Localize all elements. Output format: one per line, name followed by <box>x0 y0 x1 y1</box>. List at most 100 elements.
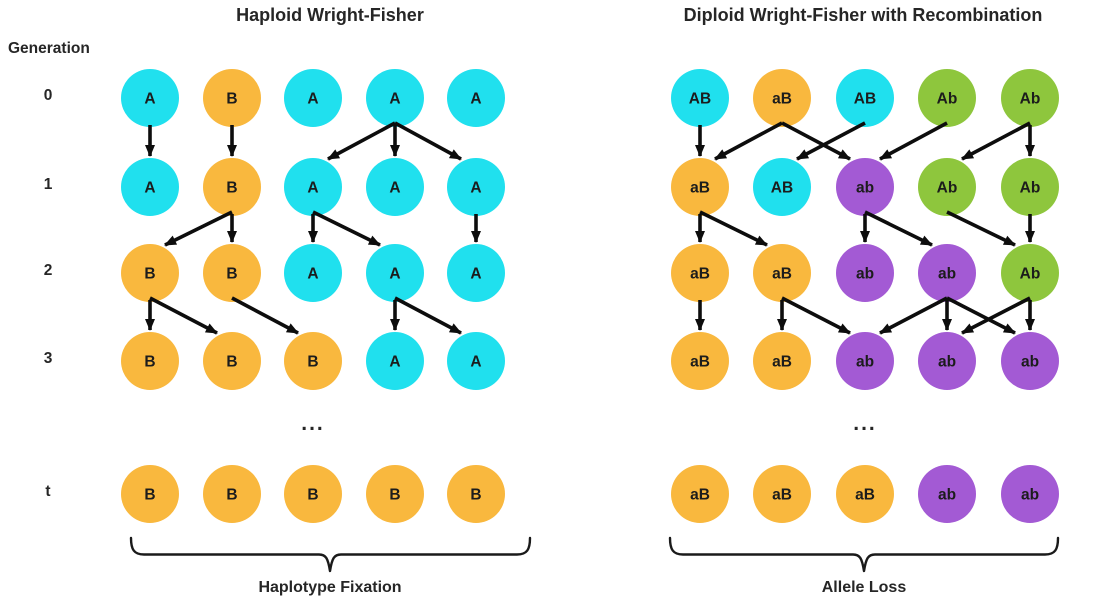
node-label: aB <box>772 354 792 371</box>
inheritance-arrow <box>149 296 218 335</box>
inheritance-arrow <box>961 121 1031 161</box>
brace-haploid <box>129 536 532 573</box>
node-circle-haploid-g1-c0 <box>121 158 179 216</box>
node-circle-diploid-g1-c1 <box>753 158 811 216</box>
node-circle-haploid-g3-c2 <box>284 332 342 390</box>
node-circle-haploid-g2-c1 <box>203 244 261 302</box>
node-circle-diploid-g2-c0 <box>671 244 729 302</box>
node-label: A <box>389 180 400 197</box>
node-circle-haploid-g2-c0 <box>121 244 179 302</box>
node-label: AB <box>854 91 876 108</box>
generation-row-label-1: 1 <box>43 176 53 193</box>
node-circle-haploid-g4-c4 <box>447 465 505 523</box>
inheritance-arrow <box>946 210 1016 247</box>
node-label: ab <box>1021 487 1039 504</box>
node-circle-diploid-g3-c4 <box>1001 332 1059 390</box>
node-circle-haploid-g3-c3 <box>366 332 424 390</box>
generation-axis-label: Generation <box>8 40 90 57</box>
node-label: A <box>389 266 400 283</box>
node-label: Ab <box>1020 180 1041 197</box>
node-label: ab <box>856 180 874 197</box>
node-circle-diploid-g4-c4 <box>1001 465 1059 523</box>
node-label: A <box>389 354 400 371</box>
node-label: B <box>307 354 318 371</box>
node-circle-haploid-g0-c0 <box>121 69 179 127</box>
generation-row-label-0: 0 <box>43 87 53 104</box>
node-circle-diploid-g0-c4 <box>1001 69 1059 127</box>
node-label: Ab <box>1020 91 1041 108</box>
node-label: AB <box>689 91 711 108</box>
node-circle-haploid-g3-c0 <box>121 332 179 390</box>
inheritance-arrow <box>714 121 783 161</box>
node-circle-haploid-g0-c3 <box>366 69 424 127</box>
inheritance-arrow <box>394 296 462 335</box>
node-label: aB <box>772 487 792 504</box>
diploid-ellipsis: ... <box>853 412 877 435</box>
node-label: ab <box>938 354 956 371</box>
node-label: B <box>226 180 237 197</box>
node-circle-diploid-g1-c2 <box>836 158 894 216</box>
node-circle-diploid-g0-c3 <box>918 69 976 127</box>
node-label: A <box>307 266 318 283</box>
node-label: A <box>470 266 481 283</box>
node-circle-haploid-g1-c3 <box>366 158 424 216</box>
node-circle-diploid-g0-c0 <box>671 69 729 127</box>
node-circle-haploid-g2-c4 <box>447 244 505 302</box>
node-label: A <box>470 354 481 371</box>
node-circle-diploid-g1-c4 <box>1001 158 1059 216</box>
node-label: aB <box>690 266 710 283</box>
brace-diploid <box>668 536 1060 573</box>
inheritance-arrow <box>879 121 948 161</box>
node-label: A <box>389 91 400 108</box>
node-label: ab <box>856 266 874 283</box>
node-circle-haploid-g1-c2 <box>284 158 342 216</box>
node-label: aB <box>690 487 710 504</box>
node-label: B <box>144 487 155 504</box>
node-circle-diploid-g0-c1 <box>753 69 811 127</box>
inheritance-arrow <box>796 121 866 161</box>
node-circle-diploid-g0-c2 <box>836 69 894 127</box>
node-label: aB <box>690 354 710 371</box>
node-circle-haploid-g4-c1 <box>203 465 261 523</box>
node-circle-diploid-g2-c1 <box>753 244 811 302</box>
node-circle-diploid-g4-c2 <box>836 465 894 523</box>
inheritance-arrow <box>946 296 1016 335</box>
haploid-ellipsis: ... <box>301 412 325 435</box>
diploid-panel-title: Diploid Wright-Fisher with Recombination <box>683 5 1043 25</box>
node-label: B <box>226 91 237 108</box>
haplotype-fixation-label: Haplotype Fixation <box>258 579 402 596</box>
node-label: B <box>226 487 237 504</box>
node-circle-diploid-g2-c3 <box>918 244 976 302</box>
node-label: aB <box>690 180 710 197</box>
inheritance-arrow <box>394 121 462 161</box>
node-circle-diploid-g3-c0 <box>671 332 729 390</box>
node-circle-diploid-g2-c4 <box>1001 244 1059 302</box>
node-label: ab <box>938 266 956 283</box>
inheritance-arrow <box>231 296 299 335</box>
inheritance-arrow <box>864 210 933 247</box>
node-label: A <box>307 91 318 108</box>
node-label: Ab <box>937 180 958 197</box>
node-circle-diploid-g1-c3 <box>918 158 976 216</box>
node-circle-diploid-g4-c3 <box>918 465 976 523</box>
inheritance-arrow <box>781 121 851 161</box>
node-label: ab <box>856 354 874 371</box>
node-circle-diploid-g1-c0 <box>671 158 729 216</box>
inheritance-arrow <box>879 296 948 335</box>
node-circle-haploid-g4-c2 <box>284 465 342 523</box>
node-label: Ab <box>937 91 958 108</box>
inheritance-arrow <box>781 296 851 335</box>
inheritance-arrow <box>327 121 396 161</box>
node-circle-haploid-g2-c2 <box>284 244 342 302</box>
node-label: Ab <box>1020 266 1041 283</box>
node-label: A <box>144 180 155 197</box>
node-label: aB <box>855 487 875 504</box>
node-label: A <box>307 180 318 197</box>
node-circle-haploid-g1-c4 <box>447 158 505 216</box>
node-label: A <box>470 180 481 197</box>
node-label: A <box>470 91 481 108</box>
